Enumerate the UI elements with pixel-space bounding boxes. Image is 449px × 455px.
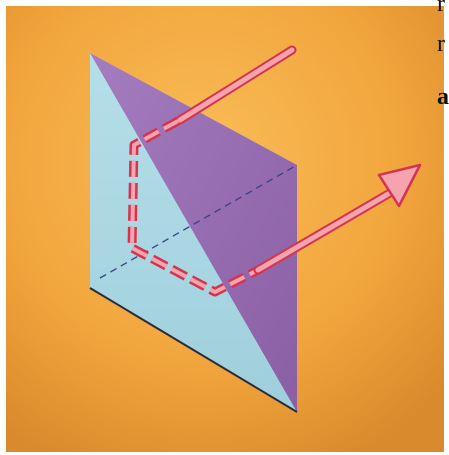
edge-text-line-2: r: [437, 32, 445, 56]
edge-text-line-3: a: [437, 85, 449, 109]
edge-text-line-1: r: [437, 0, 445, 16]
